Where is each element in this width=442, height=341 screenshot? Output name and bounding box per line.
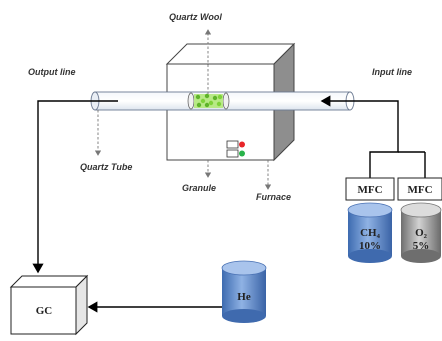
- o2-formula: O₂: [415, 227, 428, 239]
- quartz-wool-label: Quartz Wool: [169, 12, 222, 22]
- he-cylinder: He: [221, 260, 267, 323]
- green-indicator: [239, 150, 245, 157]
- mfc-left-label: MFC: [357, 184, 382, 196]
- mfc-right-label: MFC: [407, 184, 432, 196]
- input-line: [320, 95, 399, 178]
- o2-percent: 5%: [413, 240, 430, 252]
- wool-plug-right: [222, 92, 230, 110]
- furnace-top: [165, 43, 296, 65]
- input-line-label: Input line: [372, 67, 412, 77]
- ch4-formula: CH₄: [360, 227, 381, 239]
- o2-cylinder: O₂ 5%: [400, 202, 442, 263]
- quartz-tube: [90, 91, 355, 111]
- granule-bed: [194, 93, 223, 108]
- mfc-left: MFC: [345, 177, 395, 201]
- quartz-tube-label: Quartz Tube: [80, 162, 132, 172]
- gc-box: GC: [9, 274, 89, 336]
- furnace-front: [166, 63, 275, 161]
- wool-plug-left: [187, 92, 195, 110]
- flow-lines: [32, 95, 426, 313]
- leader-lines: [94, 29, 272, 190]
- ch4-percent: 10%: [359, 240, 381, 252]
- output-line-label: Output line: [28, 67, 76, 77]
- mfc-right: MFC: [397, 177, 442, 201]
- red-indicator: [239, 141, 245, 148]
- control-panel: [226, 140, 245, 158]
- furnace: [165, 42, 296, 162]
- gc-label: GC: [36, 305, 53, 317]
- ch4-cylinder: CH₄ 10%: [347, 202, 393, 263]
- he-label: He: [237, 291, 251, 303]
- granule-label: Granule: [182, 183, 216, 193]
- furnace-label: Furnace: [256, 192, 291, 202]
- output-line: [32, 100, 118, 274]
